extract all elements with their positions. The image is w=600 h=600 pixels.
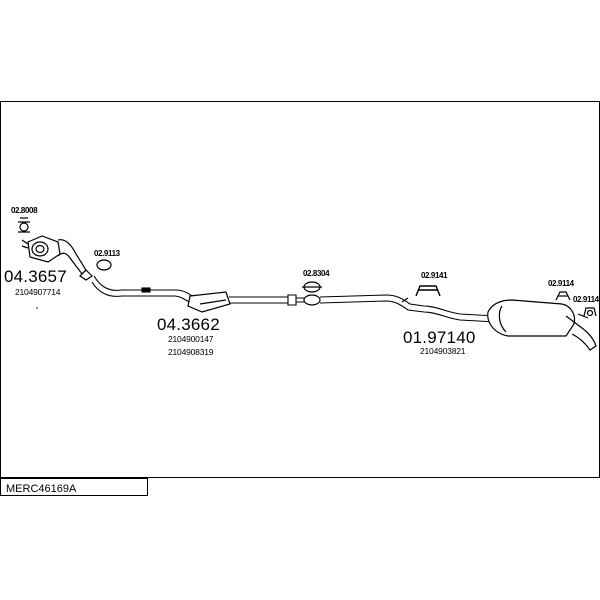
fitting-label-02-8304: 02.8304 (303, 269, 330, 278)
fitting-label-02-9113: 02.9113 (94, 249, 120, 258)
fitting-02-9114-b[interactable] (583, 307, 597, 317)
fitting-02-9114-a[interactable] (555, 291, 571, 301)
diagram-frame (0, 101, 600, 478)
diagram-code: MERC46169A (6, 483, 77, 495)
part-number-01-97140: 01.97140 (403, 328, 476, 347)
part-ref-04-3662-a: 2104900147 (168, 334, 214, 344)
diagram-code-box: MERC46169A (0, 478, 148, 496)
marker-dot (36, 307, 38, 309)
fitting-02-9141[interactable] (415, 285, 441, 297)
fitting-02-9113[interactable] (96, 259, 112, 271)
part-ref-04-3657: 2104907714 (15, 287, 61, 297)
fitting-label-02-9114-a: 02.9114 (548, 279, 574, 288)
part-ref-01-97140: 2104903821 (420, 346, 466, 356)
middle-silencer-part[interactable] (187, 291, 231, 313)
part-number-04-3662: 04.3662 (157, 315, 220, 334)
part-number-04-3657: 04.3657 (4, 267, 67, 286)
rear-pipe (319, 294, 497, 323)
front-catalyst-part[interactable] (21, 235, 93, 281)
fitting-label-02-9141: 02.9141 (421, 271, 448, 280)
part-ref-04-3662-b: 2104908319 (168, 347, 214, 357)
intermediate-pipe (229, 294, 306, 306)
rear-silencer-part[interactable] (487, 299, 597, 351)
fitting-02-8008[interactable] (18, 217, 30, 233)
fitting-02-8304[interactable] (302, 281, 322, 306)
fitting-label-02-9114-b: 02.9114 (573, 295, 599, 304)
front-pipe (91, 275, 201, 307)
fitting-label-02-8008: 02.8008 (11, 206, 38, 215)
